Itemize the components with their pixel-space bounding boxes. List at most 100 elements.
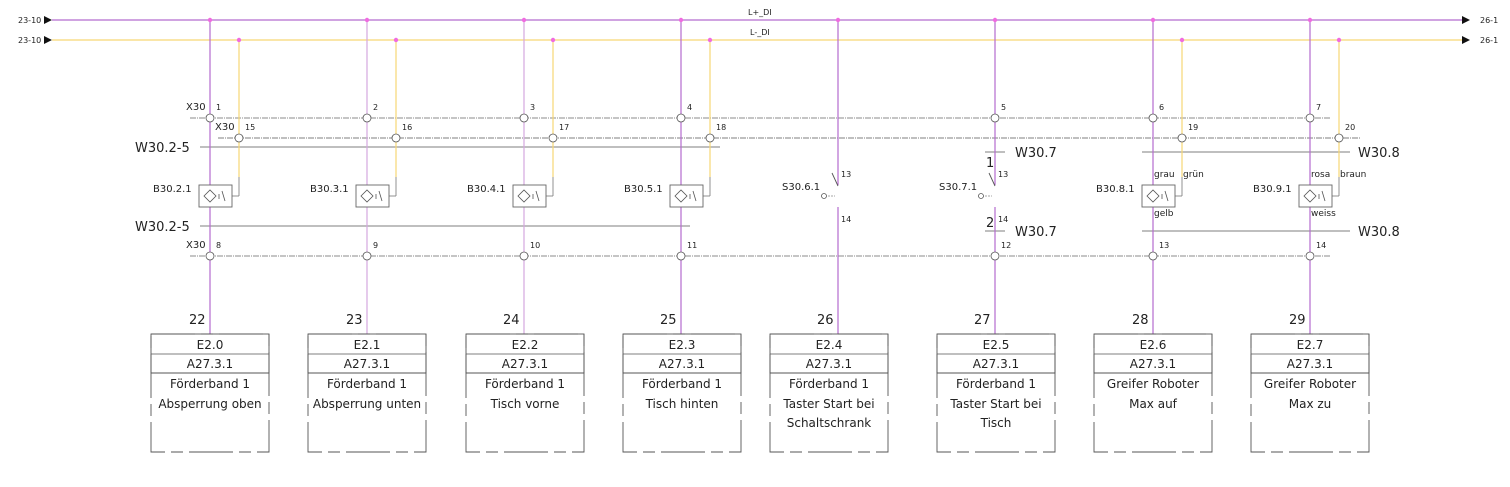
plc-desc1-text: Förderband 1 — [642, 377, 722, 391]
plc-input-text: E2.0 — [197, 338, 224, 352]
address-number: 28 — [1132, 313, 1149, 328]
junction-dot — [1307, 17, 1313, 23]
plc-desc2-text: Max auf — [1129, 397, 1178, 411]
junction-dot — [364, 17, 370, 23]
device-label: S30.7.1 — [939, 182, 977, 193]
rail-plus-label: L+_DI — [748, 8, 772, 17]
terminal-number: 20 — [1345, 123, 1355, 132]
terminal[interactable] — [205, 113, 215, 123]
terminal[interactable] — [1334, 133, 1344, 143]
terminal[interactable] — [676, 113, 686, 123]
cable-label: W30.2-5 — [135, 220, 190, 235]
plc-module-text: A27.3.1 — [502, 357, 548, 371]
sensor-contact-icon — [221, 190, 226, 202]
sensor-diamond-icon — [1146, 189, 1160, 203]
terminal[interactable] — [362, 113, 372, 123]
terminal[interactable] — [705, 133, 715, 143]
rail-plus-start-arrow-icon[interactable] — [44, 16, 52, 24]
plc-input-text: E2.4 — [816, 338, 843, 352]
wire-color-label: rosa — [1311, 170, 1330, 180]
rail-plus-from-ref[interactable]: 23-10 — [18, 16, 41, 25]
terminal[interactable] — [1305, 113, 1315, 123]
plc-module-text: A27.3.1 — [659, 357, 705, 371]
terminal[interactable] — [362, 251, 372, 261]
rail-plus-to-ref[interactable]: 26-1 — [1480, 16, 1498, 25]
plc-desc1-text: Förderband 1 — [789, 377, 869, 391]
terminal[interactable] — [1305, 251, 1315, 261]
terminal[interactable] — [519, 113, 529, 123]
plc-input-text: E2.6 — [1140, 338, 1167, 352]
sensor-contact-icon — [1321, 190, 1326, 202]
terminal[interactable] — [990, 251, 1000, 261]
terminal-number: 16 — [402, 123, 412, 132]
terminal[interactable] — [205, 251, 215, 261]
terminal-number: 18 — [716, 123, 726, 132]
terminal-number: 14 — [1316, 241, 1326, 250]
junction-dot — [835, 17, 841, 23]
sensor-diamond-icon — [517, 189, 531, 203]
terminal[interactable] — [519, 251, 529, 261]
sensor-contact-icon — [378, 190, 383, 202]
contact-number: 13 — [841, 170, 851, 179]
junction-dot — [707, 37, 713, 43]
plc-block-top — [1093, 333, 1213, 374]
terminal-number: 2 — [373, 103, 378, 112]
terminal[interactable] — [990, 113, 1000, 123]
plc-block-top — [622, 333, 742, 374]
contact-number: 14 — [998, 215, 1008, 224]
terminal-number: 5 — [1001, 103, 1006, 112]
junction-dot — [992, 17, 998, 23]
plc-block-top — [1250, 333, 1370, 374]
sensor-diamond-icon — [674, 189, 688, 203]
pushbutton-head-icon — [978, 193, 984, 199]
power-rails: 23-10 23-10 26-1 26-1 L+_DI L-_DI — [18, 8, 1498, 45]
plc-desc3-text: Schaltschrank — [787, 416, 872, 430]
junction-dot — [393, 37, 399, 43]
plc-block-top — [150, 333, 270, 374]
terminal-number: 11 — [687, 241, 697, 250]
device-label: B30.5.1 — [624, 184, 663, 195]
terminal[interactable] — [548, 133, 558, 143]
rail-plus-end-arrow-icon[interactable] — [1462, 16, 1470, 24]
address-number: 25 — [660, 313, 677, 328]
junction-dot — [521, 17, 527, 23]
rail-minus-start-arrow-icon[interactable] — [44, 36, 52, 44]
pushbutton-contact-icon[interactable] — [831, 172, 839, 187]
pushbutton-contact-icon[interactable] — [988, 172, 996, 187]
terminal[interactable] — [1177, 133, 1187, 143]
terminal[interactable] — [391, 133, 401, 143]
terminal-number: 19 — [1188, 123, 1198, 132]
rail-minus-end-arrow-icon[interactable] — [1462, 36, 1470, 44]
rail-minus-to-ref[interactable]: 26-1 — [1480, 36, 1498, 45]
plc-desc2-text: Tisch vorne — [490, 397, 560, 411]
terminal-number: 15 — [245, 123, 255, 132]
wire-color-label: grün — [1183, 170, 1204, 180]
plc-input-text: E2.5 — [983, 338, 1010, 352]
terminal[interactable] — [676, 251, 686, 261]
plc-block-top — [465, 333, 585, 374]
device-label: B30.2.1 — [153, 184, 192, 195]
plc-input-text: E2.1 — [354, 338, 381, 352]
terminal[interactable] — [1148, 113, 1158, 123]
device-label: B30.9.1 — [1253, 184, 1292, 195]
terminal[interactable] — [1148, 251, 1158, 261]
cable-label: W30.7 — [1015, 146, 1057, 161]
terminal[interactable] — [234, 133, 244, 143]
sensor-contact-icon — [535, 190, 540, 202]
terminal-number: 10 — [530, 241, 540, 250]
sensor-diamond-icon — [360, 189, 374, 203]
rail-minus-from-ref[interactable]: 23-10 — [18, 36, 41, 45]
terminal-strips: X30 X30 X30 — [186, 102, 1360, 257]
